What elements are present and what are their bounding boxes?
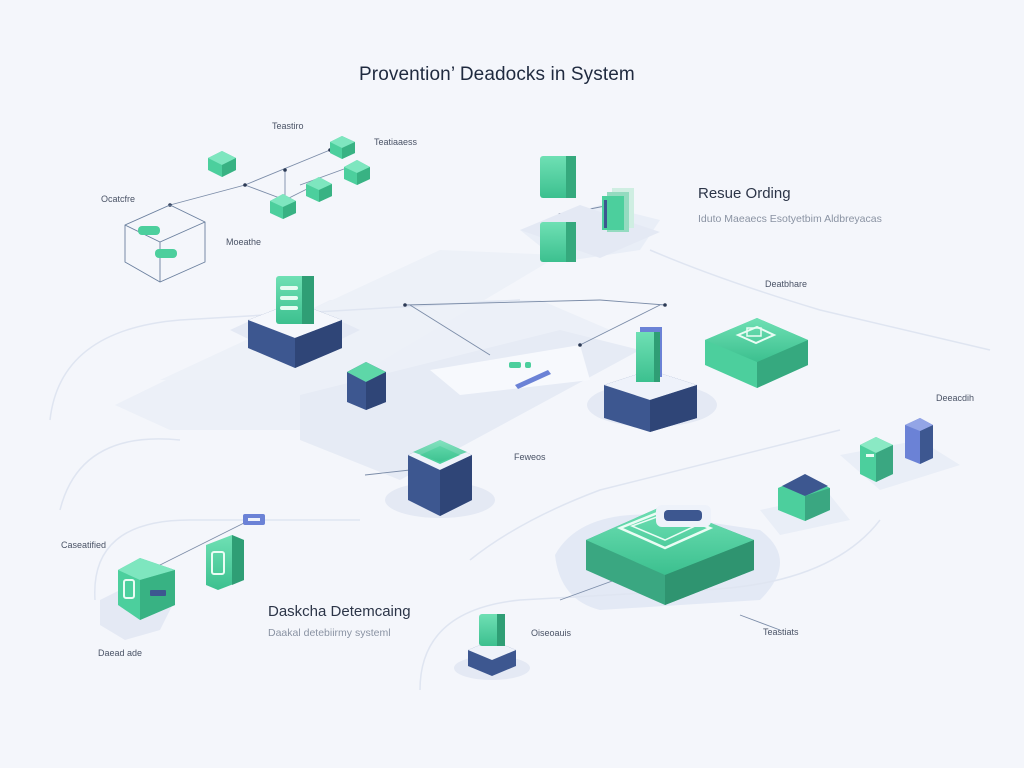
cube-small-4: [306, 177, 332, 202]
detecting-subtitle: Daakal detebiirmy systeml: [268, 627, 391, 639]
center-switch: [509, 362, 551, 389]
label-top-cluster: Teastiro: [272, 121, 304, 131]
cube-small-3: [344, 160, 370, 185]
right-small-cubes: [860, 418, 933, 482]
left-server-stack: [230, 276, 360, 368]
bottom-right-green-platform: [586, 505, 754, 605]
cube-small-1: [208, 151, 236, 177]
label-bottom-left-top: Caseatified: [61, 540, 107, 550]
top-left-network: [124, 136, 370, 283]
label-bottom-left-bottom: Daead ade: [98, 648, 143, 658]
label-mid-cluster: Moeathe: [226, 237, 262, 247]
label-right-edge: Deeacdih: [936, 393, 975, 403]
label-bottom-right: Teastiats: [763, 627, 799, 637]
bottom-left-cubes: [100, 514, 265, 640]
label-right-mid: Deatbhare: [765, 279, 808, 289]
right-center-block: [587, 327, 717, 432]
detecting-heading: Daskcha Detemcaing: [268, 603, 411, 620]
label-left-cluster: Ocatcfre: [101, 194, 136, 204]
right-green-block: [705, 318, 808, 388]
center-navy-cylinder: [385, 440, 495, 518]
label-center: Feweos: [514, 452, 546, 462]
document-stack-icon: [602, 188, 634, 232]
label-top-right-cluster: Teatiaaess: [374, 137, 418, 147]
mid-navy-cube: [347, 362, 386, 410]
resource-ordering-heading: Resue Ording: [698, 185, 791, 202]
page-title: Provention’ Deadocks in System: [359, 64, 635, 85]
right-laptop: [778, 474, 830, 521]
bottom-center-node: [454, 614, 530, 680]
top-center-green-stack: [520, 156, 660, 262]
cube-small-5: [270, 194, 296, 219]
resource-ordering-subtitle: Iduto Maeaecs Esotyetbim Aldbreyacas: [698, 213, 882, 225]
cube-small-2: [330, 136, 355, 159]
storage-icon: [735, 325, 777, 345]
label-bottom-mid: Oiseoauis: [531, 628, 572, 638]
